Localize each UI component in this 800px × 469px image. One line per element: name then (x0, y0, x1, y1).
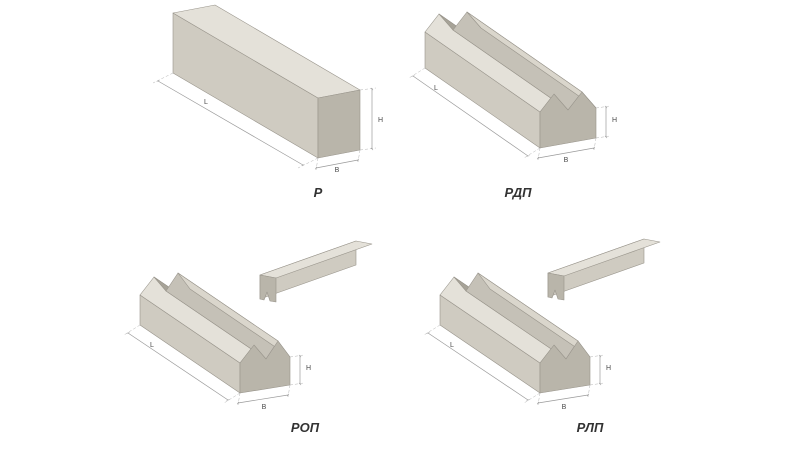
ext-line (523, 147, 541, 159)
dim-label-B: B (564, 157, 569, 164)
ext-line (297, 157, 319, 169)
ext-line (357, 149, 361, 163)
dimension-height: H (589, 354, 611, 386)
dim-line (536, 146, 596, 160)
dimension-height: H (359, 87, 383, 151)
ext-line (593, 137, 597, 151)
ext-line (287, 384, 291, 398)
insert-piece (259, 240, 373, 303)
dim-label-L: L (204, 99, 208, 106)
dimension-length: L (123, 324, 241, 404)
piece-end-face (547, 272, 565, 301)
dim-line (536, 393, 590, 405)
dim-label-H: H (306, 365, 311, 372)
figure-caption-r: Р (314, 185, 323, 200)
beam-end-face (239, 340, 291, 394)
dim-label-L: L (434, 85, 438, 92)
ext-line (408, 67, 426, 79)
dim-line (126, 332, 230, 401)
dim-label-H: H (612, 117, 617, 124)
dim-label-L: L (150, 342, 154, 349)
dimension-width: B (314, 149, 361, 174)
ext-line (359, 87, 377, 91)
dim-label-B: B (335, 167, 340, 174)
ext-line (589, 382, 605, 386)
dimension-height: H (289, 354, 311, 386)
ext-line (223, 392, 241, 404)
figure-rdp: L H B РДП (408, 11, 617, 200)
dim-label-B: B (562, 404, 567, 411)
insert-piece (547, 238, 661, 301)
dimension-width: B (536, 384, 591, 411)
ext-line (523, 392, 541, 404)
dim-label-L: L (450, 342, 454, 349)
figure-caption-rop: РОП (291, 420, 320, 435)
dim-line (314, 158, 360, 170)
beam-r-body (172, 4, 361, 159)
dimension-width: B (536, 137, 597, 164)
figure-caption-rlp: РЛП (577, 420, 604, 435)
figure-caption-rdp: РДП (505, 185, 533, 200)
dim-line (156, 80, 305, 166)
beam-end-face (539, 91, 597, 149)
figure-rlp: L H B РЛП (423, 238, 661, 435)
ext-line (589, 354, 605, 358)
ext-line (595, 105, 611, 109)
dim-label-H: H (378, 117, 383, 124)
dimension-height: H (595, 105, 617, 139)
ext-line (595, 135, 611, 139)
beam-rdp-body (424, 11, 597, 149)
beam-end-face (539, 340, 591, 394)
ext-line (359, 147, 377, 151)
dim-line (411, 75, 530, 157)
ext-line (289, 354, 305, 358)
piece-end-face (259, 274, 277, 303)
ext-line (587, 384, 591, 398)
beam-rlp-body (439, 272, 591, 394)
ext-line (423, 324, 441, 336)
ext-line (152, 72, 174, 84)
dim-line (236, 393, 290, 405)
beam-end-face (317, 89, 361, 159)
dimension-width: B (236, 384, 291, 411)
dimension-length: L (423, 324, 541, 404)
dimension-length: L (152, 72, 319, 169)
dim-label-H: H (606, 365, 611, 372)
ext-line (289, 382, 305, 386)
figure-r: L H B Р (152, 4, 383, 200)
dim-line (426, 332, 530, 401)
dim-label-B: B (262, 404, 267, 411)
figure-rop: L H B РОП (123, 240, 373, 435)
dimension-length: L (408, 67, 541, 159)
ext-line (123, 324, 141, 336)
